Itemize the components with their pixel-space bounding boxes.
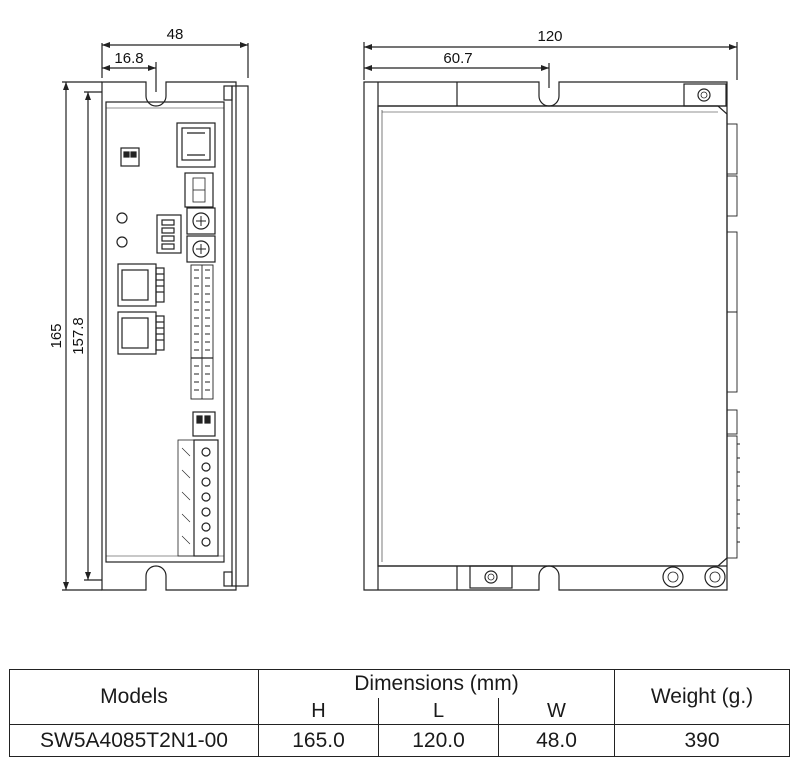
- table-row: SW5A4085T2N1-00 165.0 120.0 48.0 390: [9, 724, 790, 757]
- weight-cell: 390: [614, 724, 790, 757]
- screw-icon: [484, 570, 498, 584]
- side-outer-body: [363, 81, 728, 591]
- length-dimension-label: 120: [537, 28, 562, 45]
- front-panel: [105, 101, 225, 563]
- rotary-switch: [186, 207, 216, 235]
- models-header: Models: [9, 669, 259, 725]
- front-flange: [231, 85, 249, 587]
- side-panel: [377, 105, 728, 567]
- led-indicator: [116, 212, 128, 224]
- width-dimension: [101, 42, 249, 78]
- dip-switch: [156, 214, 182, 254]
- width-dimension-label: 48: [167, 26, 184, 43]
- power-terminal-block: [177, 439, 219, 557]
- h-header: H: [258, 698, 379, 725]
- usb-port: [176, 122, 216, 168]
- height-dimension-label: 165: [48, 323, 65, 348]
- length-dimension: [363, 42, 738, 80]
- terminal-screw-icon: [662, 566, 684, 588]
- inner-height-dimension-label: 157.8: [70, 317, 87, 355]
- height-dimension: [62, 81, 102, 591]
- h-cell: 165.0: [258, 724, 379, 757]
- w-cell: 48.0: [498, 724, 615, 757]
- model-cell: SW5A4085T2N1-00: [9, 724, 259, 757]
- technical-drawing: 48 16.8 165 157.8: [48, 26, 740, 591]
- two-pin-connector: [192, 411, 216, 437]
- side-slot-dimension-label: 60.7: [443, 50, 472, 67]
- side-connector-profile: [726, 123, 740, 559]
- inner-height-dimension: [84, 91, 102, 581]
- slot-dimension-label: 16.8: [114, 50, 143, 67]
- l-cell: 120.0: [378, 724, 499, 757]
- led-indicator: [116, 236, 128, 248]
- spec-table: Models Dimensions (mm) Weight (g.) H L W…: [9, 669, 790, 757]
- terminal-screw-icon: [704, 566, 726, 588]
- screw-icon: [697, 88, 711, 102]
- side-slot-dimension: [364, 63, 550, 88]
- io-terminal-block: [190, 264, 214, 400]
- front-outer-body: [101, 81, 237, 591]
- front-view: [62, 42, 249, 591]
- rj45-port: [117, 311, 165, 355]
- dimensions-header: Dimensions (mm): [258, 669, 615, 698]
- w-header: W: [498, 698, 615, 725]
- weight-header: Weight (g.): [614, 669, 790, 725]
- slot-dimension: [102, 62, 157, 92]
- side-view: [363, 42, 740, 591]
- l-header: L: [378, 698, 499, 725]
- seven-segment-display: [184, 172, 214, 208]
- rotary-switch: [186, 235, 216, 263]
- rj45-port: [117, 263, 165, 307]
- two-pin-connector: [120, 147, 140, 167]
